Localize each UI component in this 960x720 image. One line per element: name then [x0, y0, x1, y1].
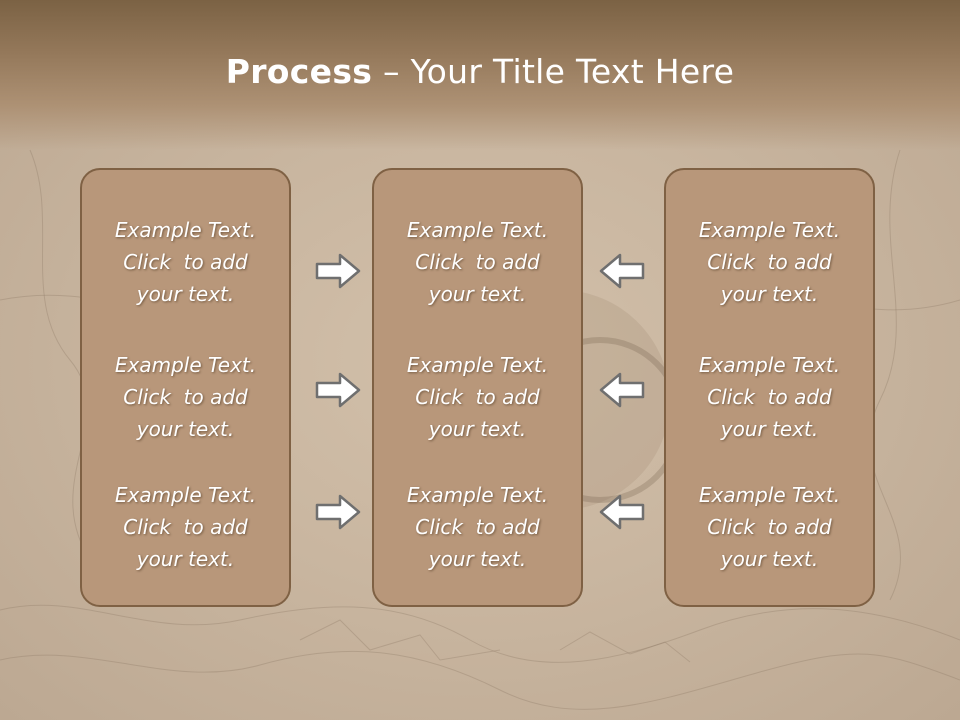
text-line: your text.	[428, 547, 527, 571]
title-bold: Process	[225, 52, 373, 91]
arrow-left-icon	[599, 253, 645, 289]
arrow-left-icon	[599, 372, 645, 408]
text-block[interactable]: Example Text. Click to add your text.	[82, 349, 289, 445]
text-line: Click to add	[415, 515, 540, 539]
text-line: Example Text.	[698, 483, 841, 507]
text-line: Example Text.	[406, 483, 549, 507]
text-block[interactable]: Example Text. Click to add your text.	[82, 479, 289, 575]
text-block[interactable]: Example Text. Click to add your text.	[374, 479, 581, 575]
text-line: your text.	[428, 417, 527, 441]
text-line: Click to add	[415, 250, 540, 274]
text-line: Click to add	[707, 385, 832, 409]
text-block[interactable]: Example Text. Click to add your text.	[666, 214, 873, 310]
process-box-right[interactable]: Example Text. Click to add your text. Ex…	[664, 168, 875, 607]
text-line: Example Text.	[114, 218, 257, 242]
arrow-right-icon	[315, 494, 361, 530]
text-line: your text.	[720, 282, 819, 306]
text-line: Click to add	[123, 250, 248, 274]
text-line: your text.	[136, 547, 235, 571]
arrow-left-icon	[599, 494, 645, 530]
text-line: your text.	[720, 547, 819, 571]
text-block[interactable]: Example Text. Click to add your text.	[82, 214, 289, 310]
title-bar	[0, 0, 960, 150]
text-block[interactable]: Example Text. Click to add your text.	[666, 349, 873, 445]
text-line: your text.	[428, 282, 527, 306]
slide-title[interactable]: Process – Your Title Text Here	[0, 52, 960, 91]
text-line: your text.	[136, 282, 235, 306]
arrow-right-icon	[315, 253, 361, 289]
text-line: Click to add	[415, 385, 540, 409]
process-box-center[interactable]: Example Text. Click to add your text. Ex…	[372, 168, 583, 607]
text-line: your text.	[720, 417, 819, 441]
text-line: Click to add	[707, 515, 832, 539]
text-block[interactable]: Example Text. Click to add your text.	[374, 214, 581, 310]
text-block[interactable]: Example Text. Click to add your text.	[374, 349, 581, 445]
title-rest: – Your Title Text Here	[372, 52, 735, 91]
text-line: your text.	[136, 417, 235, 441]
arrow-right-icon	[315, 372, 361, 408]
text-line: Example Text.	[698, 218, 841, 242]
text-line: Example Text.	[406, 353, 549, 377]
text-block[interactable]: Example Text. Click to add your text.	[666, 479, 873, 575]
process-box-left[interactable]: Example Text. Click to add your text. Ex…	[80, 168, 291, 607]
text-line: Example Text.	[114, 353, 257, 377]
text-line: Example Text.	[114, 483, 257, 507]
text-line: Click to add	[123, 385, 248, 409]
text-line: Example Text.	[406, 218, 549, 242]
text-line: Click to add	[707, 250, 832, 274]
text-line: Example Text.	[698, 353, 841, 377]
text-line: Click to add	[123, 515, 248, 539]
